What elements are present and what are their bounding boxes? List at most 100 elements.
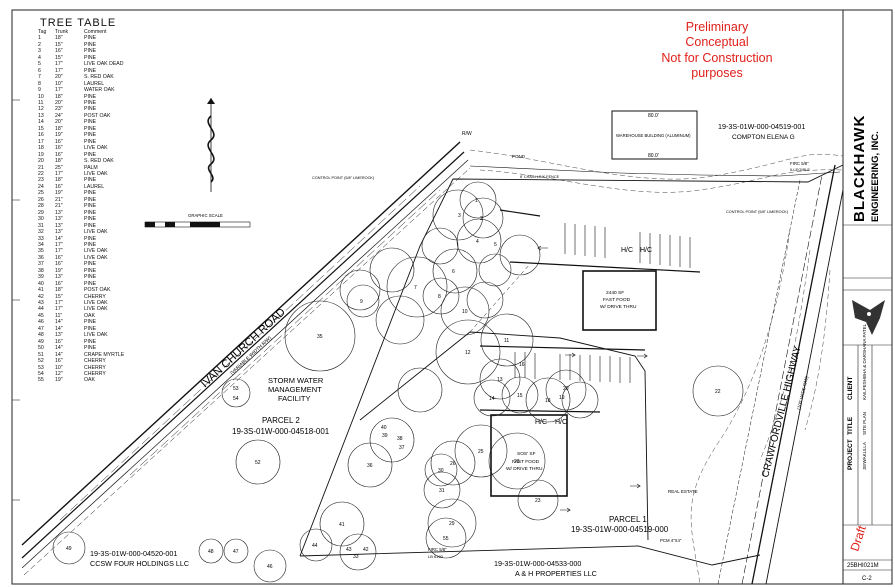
tree-tag-label: 42 [363, 547, 369, 553]
storm-line-2: MANAGEMENT [268, 385, 322, 394]
tree-trunk: 18" [55, 93, 63, 100]
tree-comment: PINE [84, 267, 97, 274]
tree-tag: 13 [38, 112, 44, 119]
control-point-2: CONTROL POINT (5/8" LIMEROCK) [726, 210, 789, 214]
tree-comment: PINE [84, 41, 97, 48]
tree-tag-label: 38 [397, 436, 403, 442]
tree-trunk: 19" [55, 377, 63, 384]
tree-tag: 12 [38, 106, 44, 113]
tree-trunk: 19" [55, 190, 63, 197]
parcel-2-label: PARCEL 2 [262, 416, 300, 425]
tree-tag-label: 14 [489, 396, 495, 402]
project-value: JEIWAKULLA [862, 442, 867, 470]
sheet-border [11, 9, 893, 585]
property-boundary [299, 164, 844, 566]
tree-tag: 5 [38, 61, 41, 68]
parking-stalls-north [499, 209, 701, 273]
tree-trunk: 17" [55, 306, 63, 313]
tree-comment: PINE [84, 151, 97, 158]
tree-trunk: 17" [55, 61, 63, 68]
job-number: 25BHI021M [847, 563, 879, 569]
tree-tag: 18 [38, 145, 44, 152]
firc-ne: FIRC 5/8" [790, 161, 809, 166]
tree-tag-label: 16 [519, 362, 525, 368]
warehouse-building [611, 110, 698, 160]
tree-tag-label: 15 [517, 393, 523, 399]
tree-tag: 45 [38, 312, 44, 319]
tree-tag: 34 [38, 241, 44, 248]
tree-trunk: 21" [55, 196, 63, 203]
tree-tag: 47 [38, 325, 44, 332]
tree-trunk: 18" [55, 125, 63, 132]
tree-comment: LIVE OAK [84, 248, 108, 255]
tree-comment: LIVE OAK [84, 332, 108, 339]
tree-comment: PINE [84, 132, 97, 139]
tree-tag-label: 3 [458, 213, 461, 219]
tree-tag: 29 [38, 209, 44, 216]
tree-trunk: 25" [55, 164, 63, 171]
tree-tag-label: 35 [317, 334, 323, 340]
parcel-1-label: PARCEL 1 [609, 515, 647, 524]
tree-tag-label: 52 [255, 460, 261, 466]
tree-tag-label: 18 [545, 398, 551, 404]
topo-contours [469, 149, 844, 585]
hc-stall-2: H/C [640, 247, 652, 254]
storm-line-1: STORM WATER [268, 376, 324, 385]
tree-tag: 39 [38, 274, 44, 281]
tree-comment: CRAPE MYRTLE [84, 351, 125, 358]
tree-trunk: 17" [55, 67, 63, 74]
tree-comment: PINE [84, 203, 97, 210]
tree-tag: 49 [38, 338, 44, 345]
tree-tag-label: 54 [233, 396, 239, 402]
tree-canopies [52, 181, 744, 583]
firc-sw-sub: LB 6190 [428, 554, 444, 559]
tree-tag-label: 43 [346, 547, 352, 553]
tree-comment: PINE [84, 106, 97, 113]
tree-tag-label: 13 [497, 377, 503, 383]
tree-comment: PINE [84, 93, 97, 100]
tree-comment: PINE [84, 138, 97, 145]
tree-tag: 32 [38, 229, 44, 236]
tree-comment: PINE [84, 325, 97, 332]
parcel-sw-owner: CCSW FOUR HOLDINGS LLC [90, 559, 189, 568]
fence-label: 6' CHAIN LINK FENCE [520, 175, 560, 179]
warehouse-dim-bottom: 80.0' [648, 153, 659, 159]
tree-tag: 36 [38, 254, 44, 261]
notice-line-1: Preliminary [685, 20, 749, 34]
tree-tag-label: 25 [478, 449, 484, 455]
tree-tag: 23 [38, 177, 44, 184]
tree-comment: PINE [84, 35, 97, 42]
road-sub-crawfordville: (100' WIDE R/W) [796, 375, 809, 410]
tree-trunk: 24" [55, 112, 63, 119]
tree-tag: 33 [38, 235, 44, 242]
tree-tag-label: 37 [399, 445, 405, 451]
tree-trunk: 17" [55, 87, 63, 94]
parcel-s-owner: A & H PROPERTIES LLC [515, 569, 597, 578]
tree-tag: 3 [38, 48, 41, 55]
parking-stalls-south [479, 345, 646, 413]
notice-line-3: Not for Construction [661, 50, 773, 65]
tree-tag-label: 53 [233, 386, 239, 392]
graphic-scale-label: GRAPHIC SCALE [188, 213, 223, 218]
